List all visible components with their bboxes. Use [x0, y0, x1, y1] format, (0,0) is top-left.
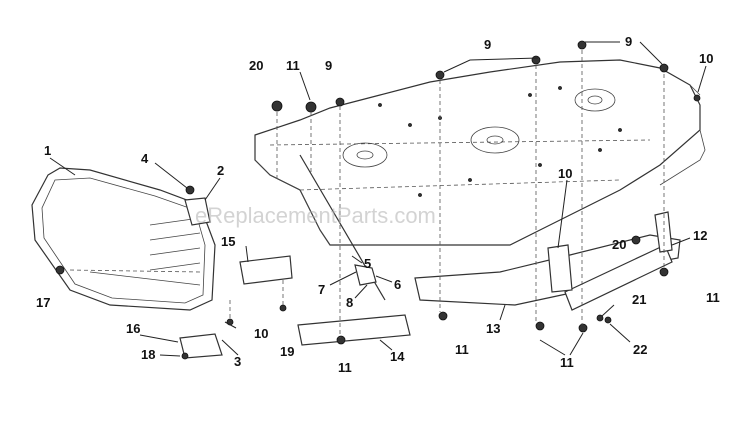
- lift-link: [654, 211, 673, 253]
- spring-6: [354, 264, 377, 286]
- callout-10-middle: 10: [558, 166, 572, 181]
- callout-19: 19: [280, 344, 294, 359]
- bracket-10-right: [547, 244, 573, 293]
- alignment-lines: [69, 50, 665, 338]
- callout-13: 13: [486, 321, 500, 336]
- callout-20-right: 20: [612, 237, 626, 252]
- bracket-15: [239, 255, 293, 285]
- callout-11-bottom-mid: 11: [455, 342, 469, 357]
- callout-9-right: 9: [625, 34, 632, 49]
- bracket-12: [564, 244, 673, 311]
- plate-14: [297, 314, 411, 346]
- mower-deck: [254, 59, 706, 246]
- callout-5: 5: [364, 256, 371, 271]
- callout-15: 15: [221, 234, 235, 249]
- leader-lines: [49, 41, 707, 357]
- callout-8: 8: [346, 295, 353, 310]
- callout-7: 7: [318, 282, 325, 297]
- callout-21: 21: [632, 292, 646, 307]
- callout-20-top: 20: [249, 58, 263, 73]
- callout-2: 2: [217, 163, 224, 178]
- hinge-16: [179, 333, 223, 359]
- hardware: [55, 40, 701, 360]
- watermark: eReplacementParts.com: [195, 203, 436, 228]
- callout-14: 14: [390, 349, 405, 364]
- callout-12: 12: [693, 228, 707, 243]
- callout-11-bottom-center: 11: [338, 360, 352, 375]
- callouts: 1 2 3 4 5 6 7 8 9 9 9 10 10 10 11 11 11 …: [36, 34, 720, 375]
- callout-10-bottom: 10: [254, 326, 268, 341]
- discharge-chute: [31, 167, 216, 311]
- callout-18: 18: [141, 347, 155, 362]
- callout-16: 16: [126, 321, 140, 336]
- callout-1: 1: [44, 143, 51, 158]
- callout-17: 17: [36, 295, 50, 310]
- callout-4: 4: [141, 151, 149, 166]
- callout-9-center: 9: [484, 37, 491, 52]
- callout-9-left: 9: [325, 58, 332, 73]
- callout-11-top: 11: [286, 58, 300, 73]
- callout-11-far-right: 11: [706, 290, 720, 305]
- baffle-13: [414, 234, 681, 306]
- callout-3: 3: [234, 354, 241, 369]
- callout-6: 6: [394, 277, 401, 292]
- callout-22: 22: [633, 342, 647, 357]
- callout-10-top-right: 10: [699, 51, 713, 66]
- callout-11-bottom-right: 11: [560, 355, 574, 370]
